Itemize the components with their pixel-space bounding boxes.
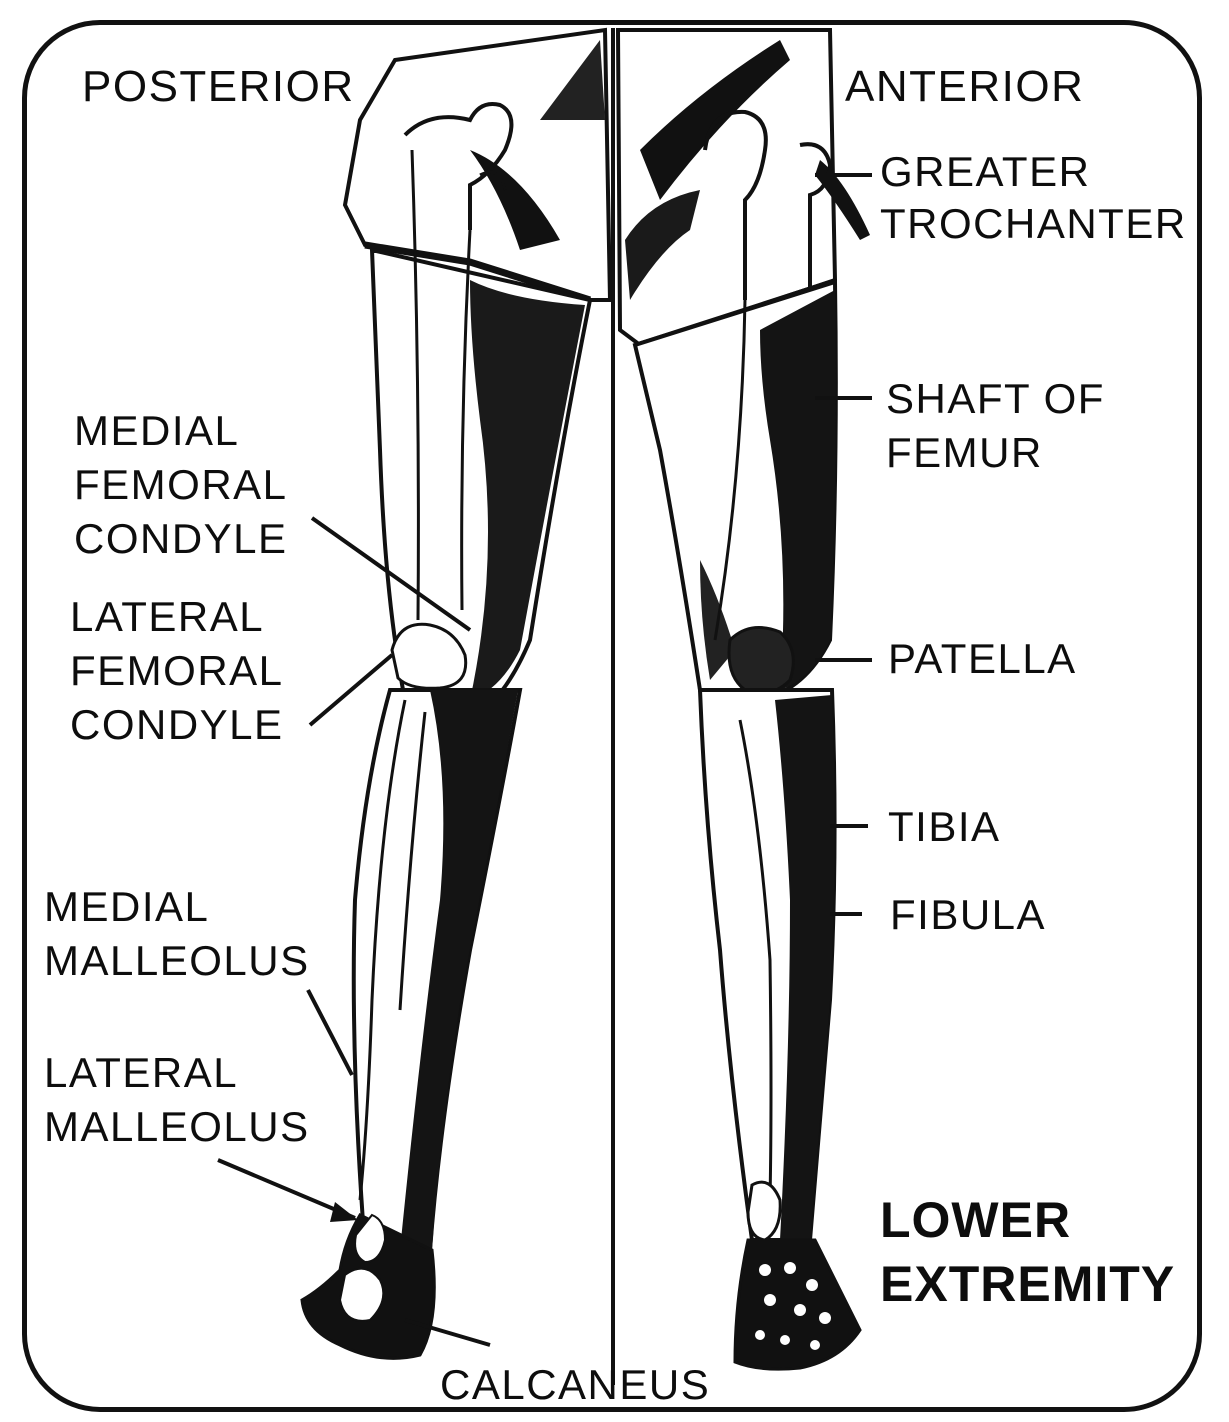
medial-malleolus-label: MEDIAL MALLEOLUS	[44, 880, 310, 988]
patella-shape	[729, 628, 793, 694]
diagram-caption: LOWER EXTREMITY	[880, 1188, 1175, 1316]
greater-trochanter-label: GREATER TROCHANTER	[880, 146, 1187, 250]
anterior-view-label: ANTERIOR	[845, 60, 1084, 114]
medial-femoral-condyle-label: MEDIAL FEMORAL CONDYLE	[74, 404, 288, 566]
fibula-label: FIBULA	[890, 888, 1046, 942]
lateral-malleolus-label: LATERAL MALLEOLUS	[44, 1046, 310, 1154]
anterior-leg	[618, 30, 870, 1369]
leader-lateral-femoral-condyle	[310, 655, 392, 725]
leader-medial-malleolus	[308, 990, 352, 1075]
arrow-lateral-malleolus	[330, 1202, 358, 1222]
shaft-of-femur-label: SHAFT OF FEMUR	[886, 372, 1105, 480]
tibia-label: TIBIA	[888, 800, 1001, 854]
patella-label: PATELLA	[888, 632, 1077, 686]
lateral-femoral-condyle-label: LATERAL FEMORAL CONDYLE	[70, 590, 284, 752]
posterior-view-label: POSTERIOR	[82, 60, 355, 114]
calcaneus-label: CALCANEUS	[440, 1358, 710, 1412]
